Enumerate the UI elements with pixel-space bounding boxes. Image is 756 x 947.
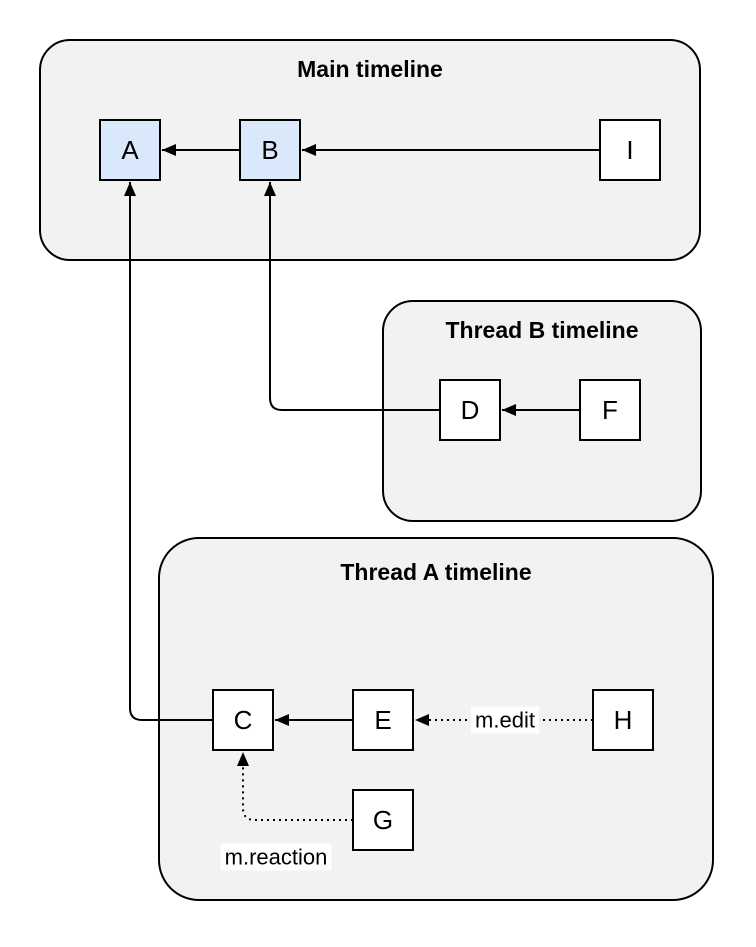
node-label-C: C: [234, 705, 253, 735]
node-label-E: E: [374, 705, 391, 735]
node-box-G: [352, 789, 414, 851]
node-box-B: [239, 119, 301, 181]
node-label-I: I: [626, 135, 633, 165]
node-H: H: [592, 689, 654, 751]
node-I: I: [599, 119, 661, 181]
node-label-D: D: [461, 395, 480, 425]
node-D: D: [439, 379, 501, 441]
node-G: G: [352, 789, 414, 851]
node-label-G: G: [373, 805, 393, 835]
node-box-D: [439, 379, 501, 441]
edge-label-group-H-to-E: m.edit: [471, 706, 539, 734]
container-title-thread-a-timeline: Thread A timeline: [340, 559, 531, 585]
node-box-E: [352, 689, 414, 751]
layer-edge-labels: m.edit m.reaction: [220, 706, 539, 871]
container-title-main-timeline: Main timeline: [297, 56, 443, 82]
layer-edges: [124, 144, 600, 821]
node-C: C: [212, 689, 274, 751]
node-F: F: [579, 379, 641, 441]
node-box-A: [99, 119, 161, 181]
node-label-B: B: [261, 135, 278, 165]
node-B: B: [239, 119, 301, 181]
edge-label-group-G-to-C: m.reaction: [220, 843, 332, 871]
edge-D-to-B: [264, 182, 440, 411]
container-title-thread-b-timeline: Thread B timeline: [446, 317, 639, 343]
node-box-I: [599, 119, 661, 181]
edge-C-to-A: [124, 182, 213, 721]
node-box-C: [212, 689, 274, 751]
edge-label-bg-H-to-E: [471, 706, 539, 734]
node-label-H: H: [614, 705, 633, 735]
node-E: E: [352, 689, 414, 751]
node-box-F: [579, 379, 641, 441]
node-A: A: [99, 119, 161, 181]
node-label-F: F: [602, 395, 618, 425]
node-label-A: A: [121, 135, 139, 165]
node-box-H: [592, 689, 654, 751]
edge-label-G-to-C: m.reaction: [225, 845, 328, 870]
edge-label-H-to-E: m.edit: [475, 708, 535, 733]
edge-label-bg-G-to-C: [220, 843, 332, 871]
layer-nodes: A B I D F C E H G: [99, 119, 661, 851]
